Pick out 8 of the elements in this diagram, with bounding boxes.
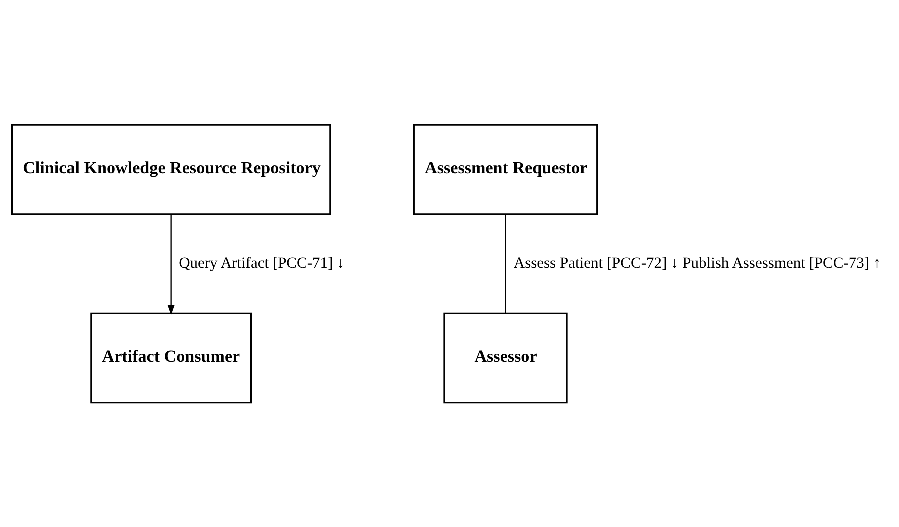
edge-label: Query Artifact [PCC-71] ↓	[179, 254, 345, 272]
node-box: Clinical Knowledge Resource Repository	[11, 124, 332, 215]
connector	[505, 214, 506, 314]
arrow	[168, 214, 175, 315]
node-box: Assessment Requestor	[413, 124, 598, 215]
node-box: Assessor	[444, 312, 568, 404]
node-box: Artifact Consumer	[90, 312, 252, 404]
edge-label: Assess Patient [PCC-72] ↓ Publish Assessment [PCC-73] ↑	[514, 254, 882, 272]
